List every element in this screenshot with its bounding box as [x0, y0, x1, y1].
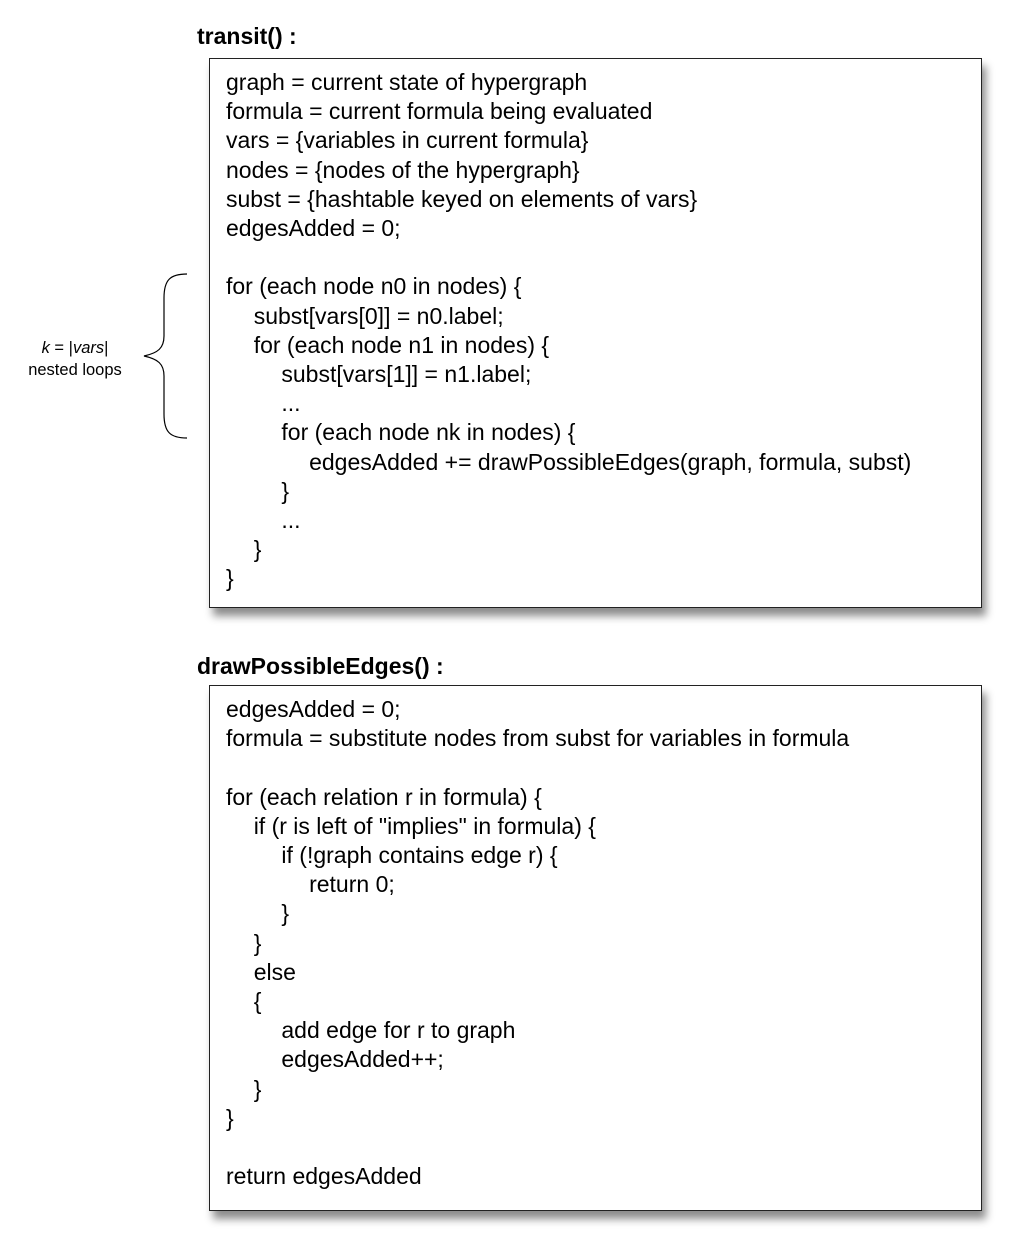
draw-code-line: return edgesAdded [226, 1163, 422, 1190]
transit-code-box: graph = current state of hypergraph formu… [209, 58, 982, 608]
draw-code-line: else [253, 958, 296, 985]
draw-possible-edges-title: drawPossibleEdges() : [197, 653, 444, 679]
transit-code-line: } [281, 477, 290, 504]
transit-code-line: graph = current state of hypergraph [226, 69, 588, 95]
draw-code-line: } [281, 900, 290, 927]
transit-code-line: subst[vars[0]] = n0.label; [253, 302, 504, 329]
annotation-vars: vars [72, 339, 105, 357]
transit-code-line: edgesAdded += drawPossibleEdges(graph, f… [309, 448, 912, 475]
annotation-bar: | [104, 339, 109, 357]
draw-code-line: } [253, 1075, 262, 1102]
transit-code-line: ... [281, 507, 301, 533]
annotation-nested-loops: nested loops [28, 361, 122, 379]
draw-code-line: for (each relation r in formula) { [226, 783, 542, 810]
transit-code-line: subst = {hashtable keyed on elements of … [226, 185, 698, 212]
draw-code-line: return 0; [309, 871, 395, 898]
transit-code-line: ... [281, 390, 301, 417]
draw-code-line: { [253, 988, 262, 1014]
draw-code-line: } [226, 1104, 234, 1131]
transit-code-line: } [253, 536, 262, 563]
draw-possible-edges-code-box: edgesAdded = 0; formula = substitute node… [209, 685, 982, 1211]
draw-code-line: if (!graph contains edge r) { [281, 842, 558, 868]
transit-code-line: for (each node n1 in nodes) { [253, 331, 550, 358]
draw-code-line: edgesAdded++; [281, 1046, 444, 1073]
transit-code-line: vars = {variables in current formula} [226, 127, 589, 154]
transit-code-line: for (each node nk in nodes) { [281, 419, 576, 446]
transit-code-line: subst[vars[1]] = n1.label; [281, 361, 532, 387]
annotation-k: k [41, 339, 50, 357]
transit-code-line: for (each node n0 in nodes) { [226, 273, 522, 300]
transit-code-line: nodes = {nodes of the hypergraph} [226, 156, 580, 183]
draw-code-line: if (r is left of "implies" in formula) { [253, 812, 596, 839]
transit-code-line: edgesAdded = 0; [226, 215, 401, 241]
draw-code-line: add edge for r to graph [281, 1017, 516, 1044]
draw-code-line: edgesAdded = 0; [226, 696, 401, 722]
transit-code-line: formula = current formula being evaluate… [226, 98, 653, 125]
transit-title: transit() : [197, 23, 297, 49]
draw-code-line: } [253, 929, 262, 956]
nested-loops-annotation: k = |vars| nested loops [10, 337, 140, 381]
transit-code-line: } [226, 565, 234, 592]
nested-loops-brace [143, 273, 188, 439]
annotation-eq: = | [49, 339, 73, 357]
draw-code-line: formula = substitute nodes from subst fo… [226, 725, 850, 752]
